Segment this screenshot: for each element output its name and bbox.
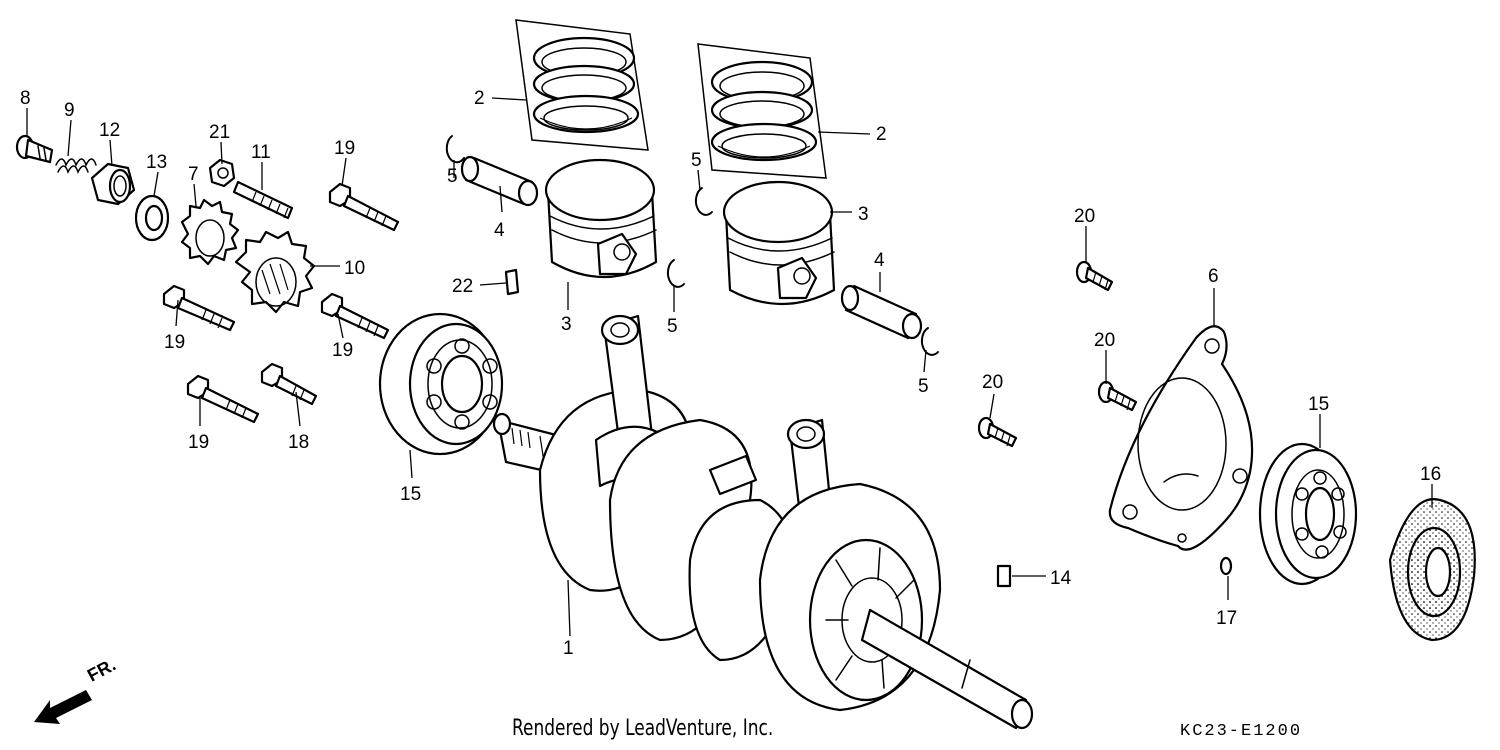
callout-5: 5 <box>667 316 678 337</box>
part-19-bolt-d <box>186 374 260 424</box>
part-5-clip-c <box>666 259 685 288</box>
callout-9: 9 <box>64 100 75 121</box>
callout-6: 6 <box>1208 266 1219 287</box>
callout-19: 19 <box>164 332 185 353</box>
callout-12: 12 <box>99 120 120 141</box>
part-19-bolt-b <box>162 284 236 332</box>
part-3-piston-left <box>544 158 658 278</box>
callout-15: 15 <box>400 484 421 505</box>
part-19-bolt-a <box>328 182 400 232</box>
diagram-code: KC23-E1200 <box>1180 722 1303 741</box>
callout-11: 11 <box>251 142 271 163</box>
part-10-gear <box>234 230 316 314</box>
callout-15: 15 <box>1308 394 1329 415</box>
callout-20: 20 <box>982 372 1003 393</box>
part-4-piston-pin-right <box>840 284 923 340</box>
part-6-retainer-plate <box>1108 325 1254 551</box>
callout-8: 8 <box>20 88 31 109</box>
callout-18: 18 <box>288 432 309 453</box>
callout-16: 16 <box>1420 464 1441 485</box>
part-2-piston-rings-right <box>697 43 827 179</box>
callout-5: 5 <box>691 150 702 171</box>
part-18-bolt <box>260 362 318 406</box>
part-20-bolt-a <box>1075 260 1114 292</box>
callout-4: 4 <box>494 220 505 241</box>
callout-5: 5 <box>447 166 458 187</box>
render-credit: Rendered by LeadVenture, Inc. <box>512 716 774 741</box>
part-12-nut <box>90 162 136 206</box>
part-7-gear <box>180 198 240 266</box>
part-16-oil-seal <box>1388 498 1476 642</box>
callout-10: 10 <box>344 258 365 279</box>
callout-19: 19 <box>334 138 355 159</box>
part-19-bolt-c <box>320 292 390 340</box>
part-5-clip-a <box>445 135 465 164</box>
part-22-dowel <box>504 268 520 296</box>
part-20-bolt-b <box>1097 380 1138 412</box>
callout-21: 21 <box>209 122 230 143</box>
callout-19: 19 <box>188 432 209 453</box>
part-13-washer <box>134 194 170 242</box>
part-3-piston-right <box>722 180 836 305</box>
callout-2: 2 <box>474 88 485 109</box>
callout-2: 2 <box>876 124 887 145</box>
front-direction-arrow-icon <box>34 690 92 724</box>
part-15-bearing-right <box>1258 442 1358 586</box>
part-5-clip-d <box>920 327 939 356</box>
callout-numbers: 8 9 12 21 11 13 7 19 10 19 19 19 18 15 2… <box>20 88 1441 659</box>
callout-17: 17 <box>1216 608 1237 629</box>
part-8-bolt <box>15 134 54 164</box>
callout-20: 20 <box>1094 330 1115 351</box>
part-14-dowel <box>996 564 1012 588</box>
callout-14: 14 <box>1050 568 1072 589</box>
part-1-crankshaft <box>492 314 1034 730</box>
part-17-washer <box>1219 556 1233 576</box>
callout-5: 5 <box>918 376 929 397</box>
callout-20: 20 <box>1074 206 1095 227</box>
part-4-piston-pin-left <box>460 155 539 207</box>
callout-22: 22 <box>452 276 473 297</box>
part-20-bolt-c <box>977 416 1018 448</box>
callout-7: 7 <box>188 164 199 185</box>
callout-4: 4 <box>874 250 885 271</box>
callout-3: 3 <box>561 314 572 335</box>
callout-3: 3 <box>858 204 869 225</box>
callout-1: 1 <box>563 638 574 659</box>
part-9-spring <box>55 158 97 174</box>
part-11-stud <box>232 180 294 220</box>
leader-lines <box>26 97 1433 637</box>
part-15-bearing-left <box>378 312 504 456</box>
part-5-clip-b <box>694 187 713 216</box>
callout-19: 19 <box>332 340 353 361</box>
part-2-piston-rings-left <box>515 19 649 151</box>
part-21-nut <box>208 158 236 188</box>
callout-13: 13 <box>146 152 167 173</box>
